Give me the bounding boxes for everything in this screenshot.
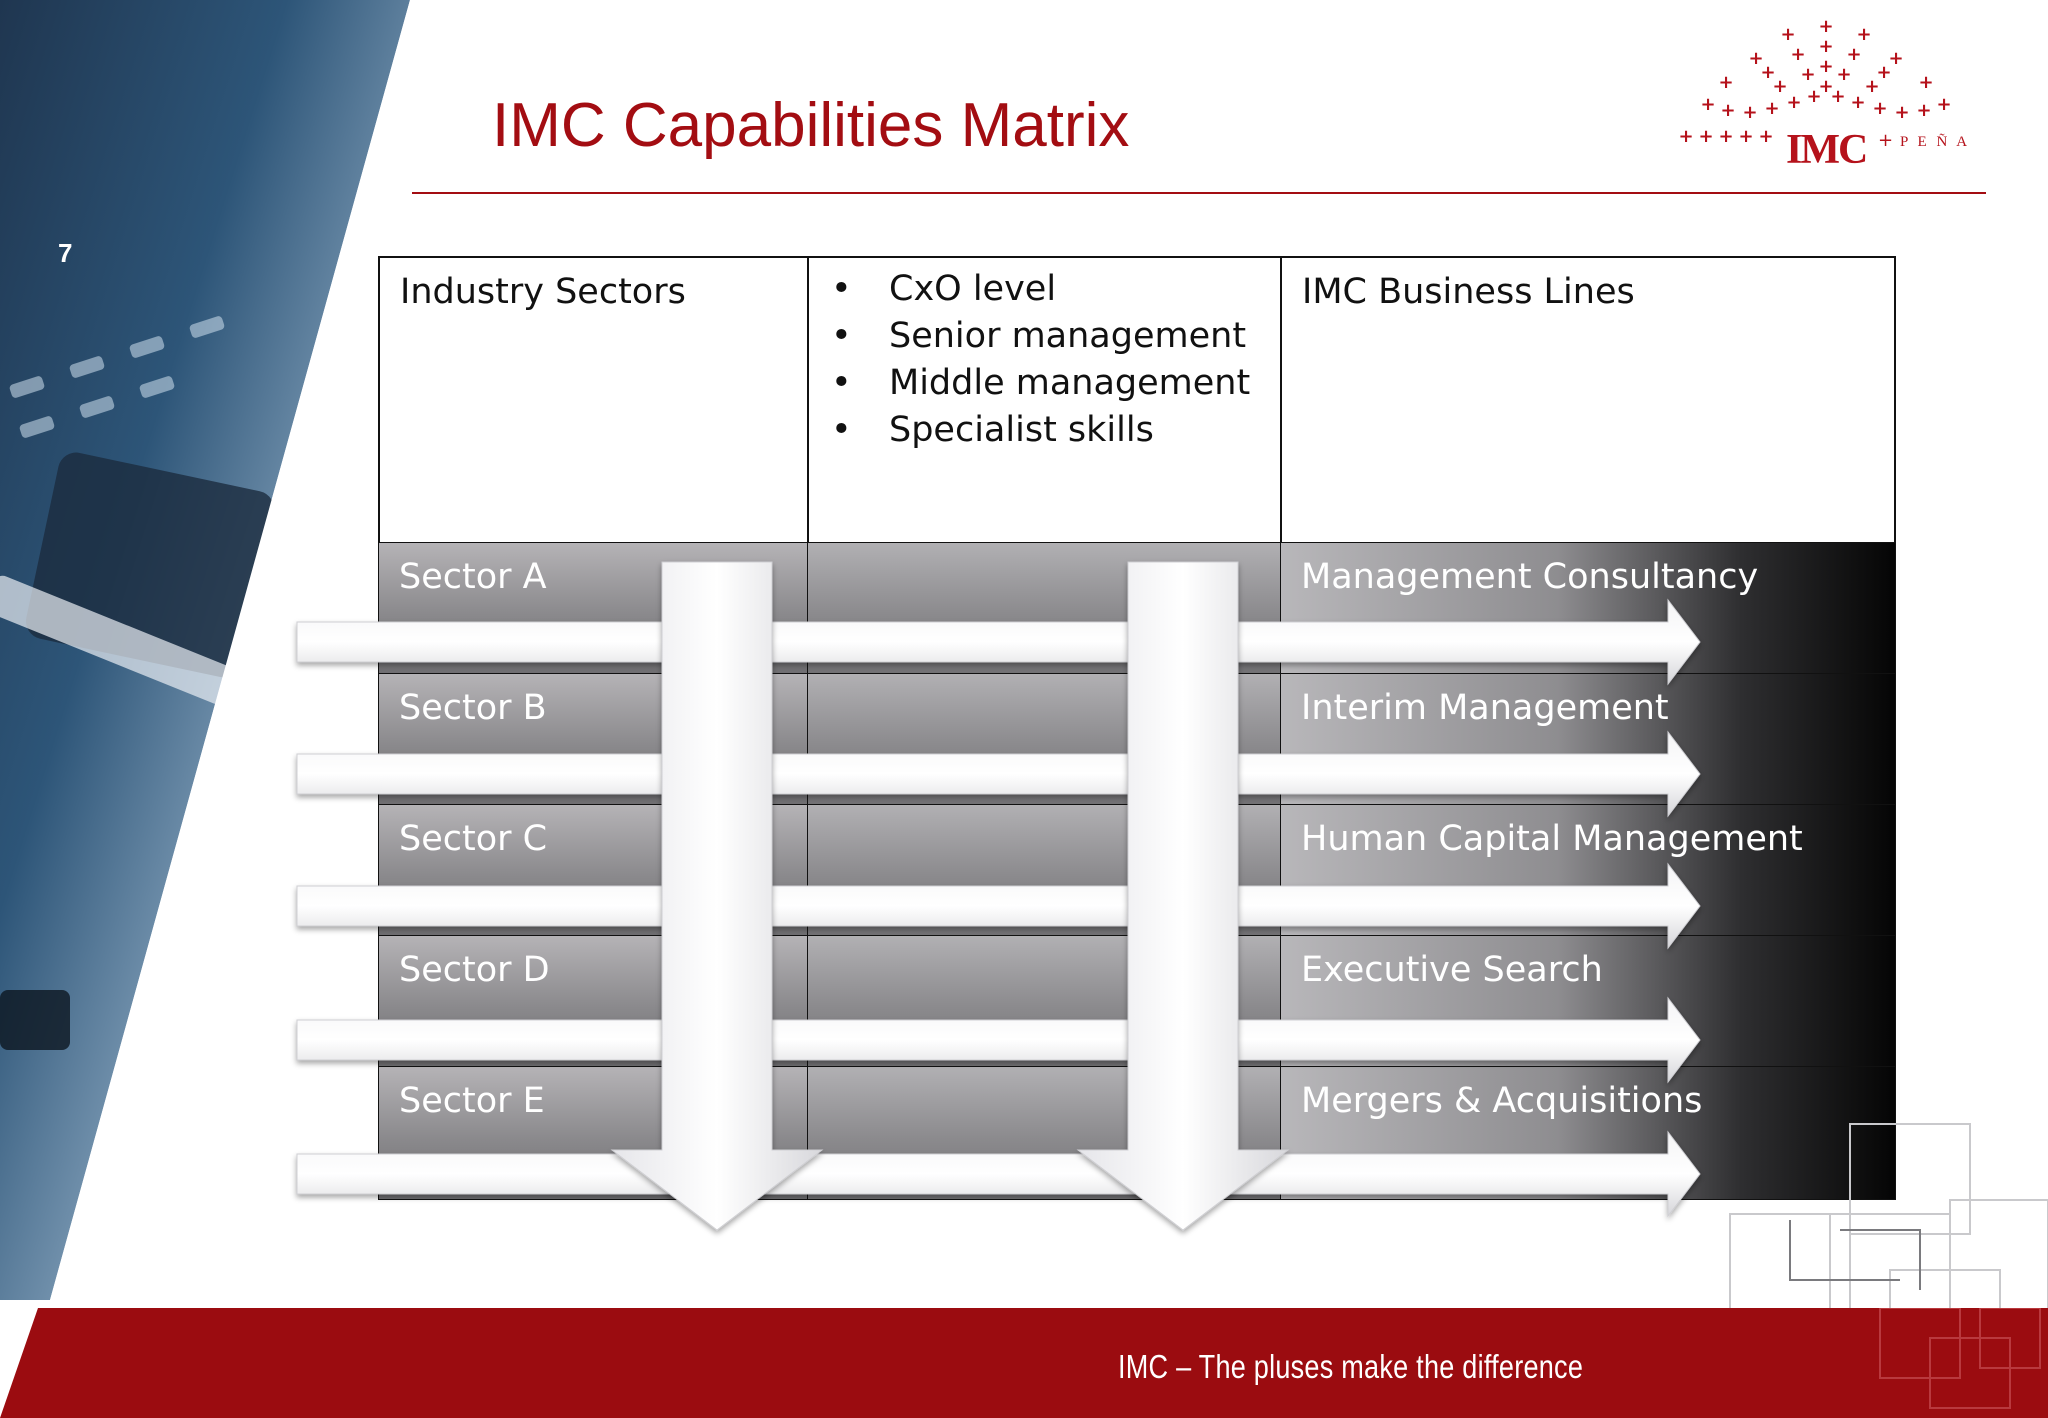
plus-burst-icon: ++++ ++ ++ ++ ++ ++ ++ ++ ++ ++ ++ ++ ++… [1678,16,1951,147]
svg-text:+: + [1806,86,1821,107]
matrix-middle-cell [807,673,1282,806]
footer-tagline: IMC – The pluses make the difference [1118,1348,1584,1385]
management-level-list: CxO level Senior management Middle manag… [829,266,1260,454]
title-underline [412,192,1986,194]
matrix-middle-cell [807,1066,1282,1200]
business-line-label: Mergers & Acquisitions [1301,1081,1703,1121]
svg-text:+: + [1836,64,1851,85]
svg-text:+: + [1742,102,1757,123]
sector-cell: Sector B [378,673,809,806]
svg-text:+: + [1678,126,1693,147]
svg-text:+: + [1846,44,1861,65]
matrix-middle-cell [807,935,1282,1068]
svg-text:+: + [1718,72,1733,93]
sector-cell: Sector A [378,542,809,675]
svg-text:+: + [1850,92,1865,113]
svg-text:+: + [1720,100,1735,121]
svg-text:+: + [1894,102,1909,123]
logo-wordmark: IMC [1786,127,1868,173]
svg-text:+: + [1748,48,1763,69]
sector-label: Sector D [399,950,550,990]
svg-text:+: + [1698,126,1713,147]
header-business-lines-label: IMC Business Lines [1302,272,1635,312]
list-item: Specialist skills [831,407,1260,454]
svg-text:+: + [1764,98,1779,119]
slide-title: IMC Capabilities Matrix [492,91,1130,160]
svg-text:+: + [1830,86,1845,107]
business-line-label: Human Capital Management [1301,819,1803,859]
svg-text:+: + [1818,76,1833,97]
svg-text:+: + [1936,94,1951,115]
svg-text:+: + [1864,76,1879,97]
svg-text:+: + [1786,92,1801,113]
list-item: CxO level [831,266,1260,313]
business-line-cell: Executive Search [1280,935,1896,1068]
svg-text:+: + [1772,76,1787,97]
logo-suffix: P E Ñ A [1900,134,1971,150]
matrix-middle-cell [807,804,1282,937]
svg-text:+: + [1876,62,1891,83]
slide-number: 7 [58,238,73,268]
sector-label: Sector B [399,688,547,728]
list-item: Senior management [831,313,1260,360]
svg-text:+: + [1856,24,1871,45]
imc-logo: ++++ ++ ++ ++ ++ ++ ++ ++ ++ ++ ++ ++ ++… [1668,16,1988,188]
business-line-cell: Management Consultancy [1280,542,1896,675]
background-photo-panel [0,0,430,1300]
svg-text:+: + [1700,94,1715,115]
svg-text:+: + [1738,126,1753,147]
svg-text:+: + [1818,18,1833,37]
svg-text:+: + [1918,72,1933,93]
business-line-label: Management Consultancy [1301,557,1759,597]
svg-text:+: + [1800,64,1815,85]
business-line-label: Executive Search [1301,950,1603,990]
list-item: Middle management [831,360,1260,407]
svg-text:+: + [1758,126,1773,147]
svg-text:+: + [1718,126,1733,147]
svg-text:+: + [1780,24,1795,45]
header-industry-sectors-label: Industry Sectors [400,272,686,312]
header-management-levels: CxO level Senior management Middle manag… [807,256,1282,544]
sector-cell: Sector D [378,935,809,1068]
business-line-cell: Human Capital Management [1280,804,1896,937]
sector-cell: Sector C [378,804,809,937]
svg-text:+: + [1872,98,1887,119]
svg-text:+: + [1916,100,1931,121]
business-line-cell: Interim Management [1280,673,1896,806]
footer-band [0,1308,2048,1418]
svg-text:+: + [1818,56,1833,77]
svg-text:+: + [1760,62,1775,83]
matrix-middle-cell [807,542,1282,675]
sector-label: Sector A [399,557,547,597]
header-business-lines: IMC Business Lines [1280,256,1896,544]
sector-label: Sector E [399,1081,545,1121]
header-industry-sectors: Industry Sectors [378,256,809,544]
svg-text:+: + [1790,44,1805,65]
capabilities-matrix: Industry Sectors CxO level Senior manage… [378,256,1896,1200]
sector-cell: Sector E [378,1066,809,1200]
svg-text:+: + [1818,36,1833,57]
business-line-label: Interim Management [1301,688,1669,728]
svg-text:+: + [1888,48,1903,69]
sector-label: Sector C [399,819,548,859]
